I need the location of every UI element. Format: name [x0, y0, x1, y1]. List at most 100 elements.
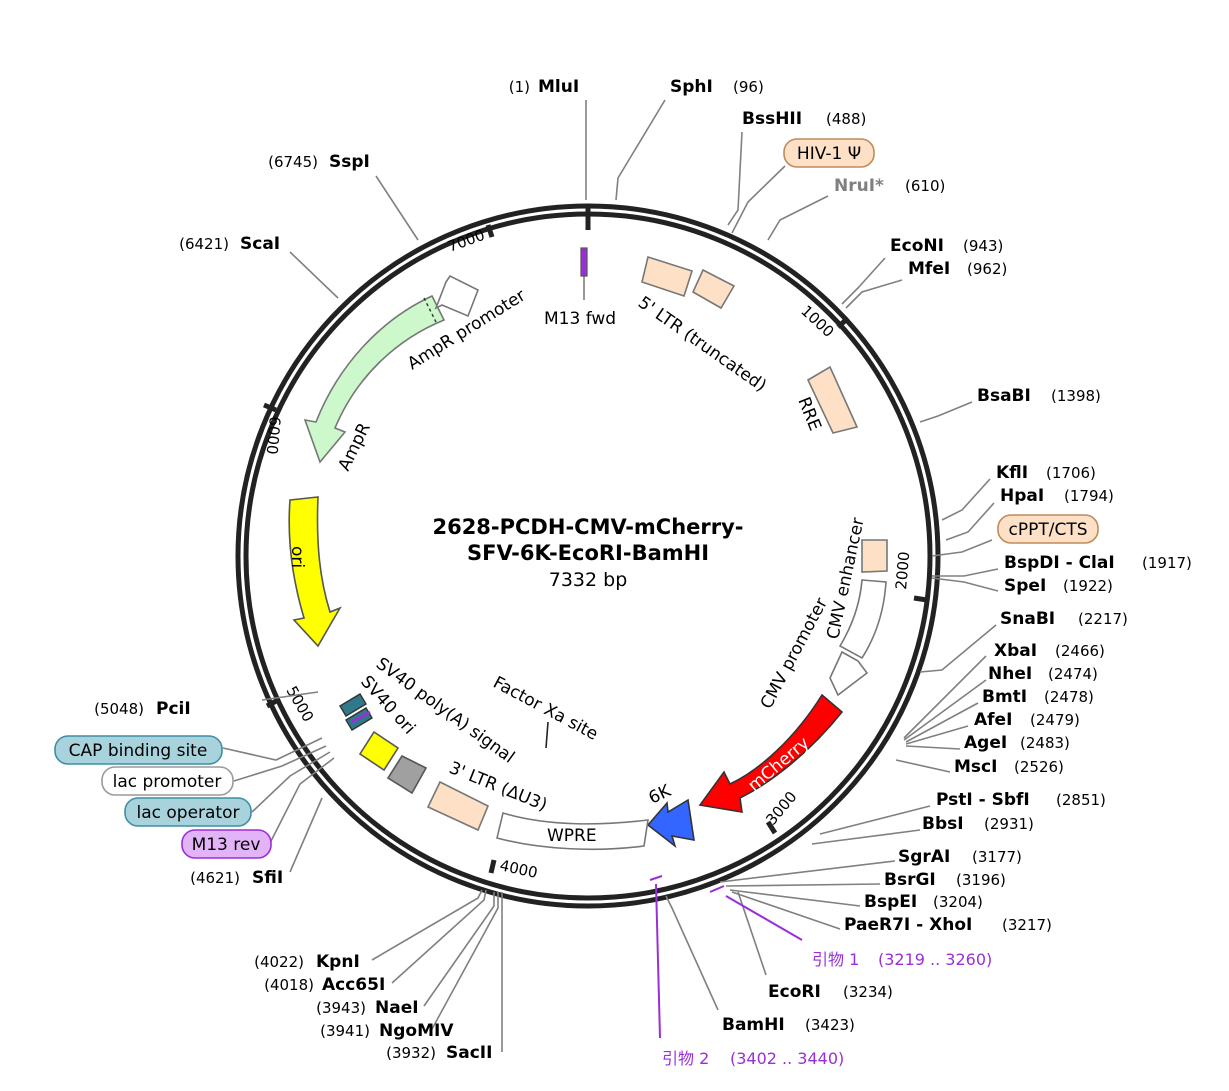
label-5ltr: 5' LTR (truncated): [634, 293, 770, 396]
site-name-mlui: MluI: [538, 77, 579, 97]
feature-rre: [806, 365, 859, 434]
site-name-hpai: HpaI: [1000, 486, 1044, 506]
site-pos-sphi: (96): [733, 78, 764, 96]
site-name-sphi: SphI: [670, 77, 713, 97]
badge-cap-binding-site: [54, 735, 223, 765]
site-pos-scai: (6421): [179, 235, 229, 253]
feature-shapes: [288, 247, 888, 851]
site-name-ecori: EcoRI: [768, 982, 821, 1002]
site-pos-hpai: (1794): [1064, 487, 1114, 505]
leader-lines: [222, 99, 999, 1052]
site-name-econi: EcoNI: [890, 236, 944, 256]
site-name-msci: MscI: [954, 757, 997, 777]
site-name-naei: NaeI: [375, 998, 419, 1018]
site-pos-bsabi: (1398): [1051, 387, 1101, 405]
site-pos-sspi: (6745): [268, 153, 318, 171]
site-pos-naei: (3943): [316, 999, 366, 1017]
site-pos-xbai: (2466): [1055, 642, 1105, 660]
label-6k: 6K: [646, 781, 675, 809]
site-name-afei: AfeI: [974, 710, 1012, 730]
tick-label-6000: 6000: [263, 416, 284, 456]
feature-ampr: [303, 294, 446, 464]
site-name-scai: ScaI: [240, 234, 280, 254]
label-wpre: WPRE: [547, 826, 597, 846]
site-name-mfei: MfeI: [908, 259, 950, 279]
site-name-paer7i-xhoi: PaeR7I - XhoI: [844, 915, 972, 935]
site-name-acc65i: Acc65I: [322, 975, 385, 995]
site-pos-bsshii: (488): [826, 110, 866, 128]
plasmid-name-line2: SFV-6K-EcoRI-BamHI: [467, 541, 709, 565]
site-pos-bamhi: (3423): [805, 1016, 855, 1034]
site-pos-bmti: (2478): [1044, 688, 1094, 706]
site-name-agei: AgeI: [964, 733, 1007, 753]
site-pos-pcii: (5048): [94, 700, 144, 718]
badge-m13-rev-label: M13 rev: [192, 835, 261, 855]
badge-m13-rev: [181, 829, 272, 859]
badge-hiv1-psi-label: HIV-1 Ψ: [797, 144, 861, 164]
site-pos-msci: (2526): [1014, 758, 1064, 776]
site-name-sgrai: SgrAI: [898, 847, 950, 867]
site-pos-sacii: (3932): [386, 1044, 436, 1062]
plasmid-name-line1: 2628-PCDH-CMV-mCherry-: [432, 515, 743, 539]
site-pos-econi: (943): [963, 237, 1003, 255]
site-pos-psti-sbfi: (2851): [1056, 791, 1106, 809]
site-pos-kpni: (4022): [254, 953, 304, 971]
badge-cap-binding-site-label: CAP binding site: [69, 741, 208, 761]
feature-cmv-enhancer: [838, 579, 887, 660]
site-pos-paer7i-xhoi: (3217): [1002, 916, 1052, 934]
feature-mcherry: [698, 693, 844, 813]
site-name-sfii: SfiI: [252, 868, 283, 888]
label-ampr: AmpR: [335, 420, 375, 475]
primer-1-range: (3219 .. 3260): [878, 950, 992, 969]
tick-label-2000: 2000: [892, 551, 913, 591]
site-name-kpni: KpnI: [316, 952, 360, 972]
site-pos-sgrai: (3177): [972, 848, 1022, 866]
site-name-spei: SpeI: [1004, 576, 1046, 596]
site-name-bspdi-clai: BspDI - ClaI: [1004, 553, 1115, 573]
site-name-sspi: SspI: [329, 152, 370, 172]
tick-label-3000: 3000: [762, 788, 800, 829]
feature-ori: [288, 496, 342, 648]
tick-marks: [263, 208, 928, 874]
feature-wpre: [496, 811, 649, 851]
site-pos-bbsi: (2931): [984, 815, 1034, 833]
site-pos-spei: (1922): [1063, 577, 1113, 595]
site-pos-bspdi-clai: (1917): [1142, 554, 1192, 572]
badge-lac-operator: [124, 797, 252, 827]
site-name-bamhi: BamHI: [722, 1015, 785, 1035]
label-mcherry: mCherry: [744, 733, 813, 796]
badge-cppt-cts: [997, 514, 1099, 544]
site-pos-acc65i: (4018): [264, 976, 314, 994]
badge-lac-promoter-label: lac promoter: [113, 772, 222, 792]
site-pos-bspei: (3204): [933, 893, 983, 911]
site-pos-bsrgi: (3196): [956, 871, 1006, 889]
feature-5ltr-b: [691, 268, 736, 310]
site-pos-ngomiv: (3941): [320, 1022, 370, 1040]
feature-sv40-polya: [386, 754, 428, 795]
site-pos-nrui: (610): [905, 177, 945, 195]
tick-label-4000: 4000: [498, 856, 539, 882]
badge-lac-promoter: [101, 766, 234, 796]
site-name-sacii: SacII: [446, 1043, 492, 1063]
site-pos-snabi: (2217): [1078, 610, 1128, 628]
label-factor-xa: Factor Xa site: [490, 673, 601, 745]
primer-marks: [649, 875, 803, 1039]
site-name-snabi: SnaBI: [1000, 609, 1055, 629]
plasmid-size: 7332 bp: [549, 569, 628, 591]
site-pos-ecori: (3234): [843, 983, 893, 1001]
site-pos-mlui: (1): [509, 78, 530, 96]
site-name-pcii: PciI: [156, 699, 191, 719]
feature-6k: [646, 798, 695, 849]
feature-sv40-ori-fragments: [339, 693, 373, 731]
feature-cmv-promoter: [829, 650, 869, 697]
feature-sv40-ori: [358, 730, 400, 772]
feature-m13-fwd: [580, 247, 588, 277]
label-m13-fwd: M13 fwd: [544, 309, 616, 329]
site-name-bbsi: BbsI: [922, 814, 964, 834]
site-name-bsrgi: BsrGI: [884, 870, 936, 890]
feature-5ltr-a: [641, 255, 694, 298]
site-name-kfli: KflI: [996, 463, 1028, 483]
site-pos-afei: (2479): [1030, 711, 1080, 729]
badge-lac-operator-label: lac operator: [136, 803, 239, 823]
